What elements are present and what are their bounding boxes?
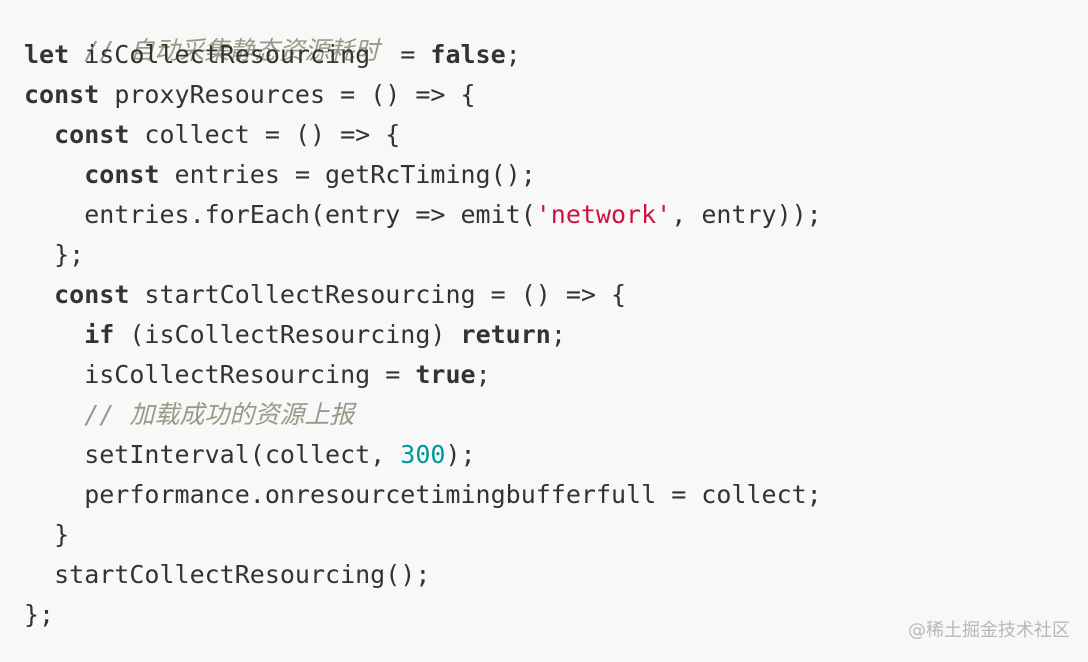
code-text: startCollectResourcing = () => { [129,280,627,309]
code-keyword: const [24,80,100,109]
code-text: } [24,520,70,549]
code-text: collect = () => { [129,120,401,149]
code-text: startCollectResourcing(); [24,560,431,589]
code-line: // 加载成功的资源上报 [24,397,1088,437]
code-indent [24,320,84,349]
code-text: performance.onresourcetimingbufferfull =… [24,480,822,509]
code-indent [24,280,54,309]
code-line: if (isCollectResourcing) return; [24,317,1088,357]
code-comment: // 自动采集静态资源耗时 [84,36,380,65]
code-keyword: false [430,40,506,69]
code-text: ; [505,40,521,69]
code-text: entries.forEach(entry => emit( [24,200,536,229]
code-keyword: if [84,320,115,349]
code-text: isCollectResourcing = [24,360,416,389]
code-line: startCollectResourcing(); [24,557,1088,597]
code-line: const collect = () => { [24,117,1088,157]
code-text: isCollectResourcing = [69,40,431,69]
code-text: proxyResources = () => { [99,80,476,109]
code-keyword: return [460,320,551,349]
code-line: performance.onresourcetimingbufferfull =… [24,477,1088,517]
code-line: setInterval(collect, 300); [24,437,1088,477]
code-keyword: true [415,360,476,389]
code-text: , entry)); [671,200,822,229]
code-line: const entries = getRcTiming(); [24,157,1088,197]
code-text: }; [24,600,55,629]
code-line: }; [24,237,1088,277]
code-text: ; [550,320,566,349]
code-keyword: let [24,40,70,69]
code-line: // 自动采集静态资源耗时 [24,0,1088,65]
watermark: @稀土掘金技术社区 [908,620,1070,641]
code-keyword: const [54,120,130,149]
code-text: entries = getRcTiming(); [159,160,536,189]
code-text: (isCollectResourcing) [114,320,461,349]
code-text: ); [445,440,476,469]
code-line: entries.forEach(entry => emit('network',… [24,197,1088,237]
code-text: }; [24,240,85,269]
code-line: let isCollectResourcing = false; [24,37,1088,77]
code-line: } [24,517,1088,557]
code-line: const proxyResources = () => { [24,77,1088,117]
code-indent [24,120,54,149]
code-indent [24,400,84,429]
code-text: ; [475,360,491,389]
code-comment: // 加载成功的资源上报 [84,400,355,429]
code-indent [24,160,84,189]
code-line: isCollectResourcing = true; [24,357,1088,397]
code-text: setInterval(collect, [24,440,401,469]
code-keyword: const [84,160,160,189]
code-number: 300 [400,440,446,469]
code-line: }; [24,597,1088,637]
code-keyword: const [54,280,130,309]
code-line: const startCollectResourcing = () => { [24,277,1088,317]
code-string: 'network' [535,200,672,229]
